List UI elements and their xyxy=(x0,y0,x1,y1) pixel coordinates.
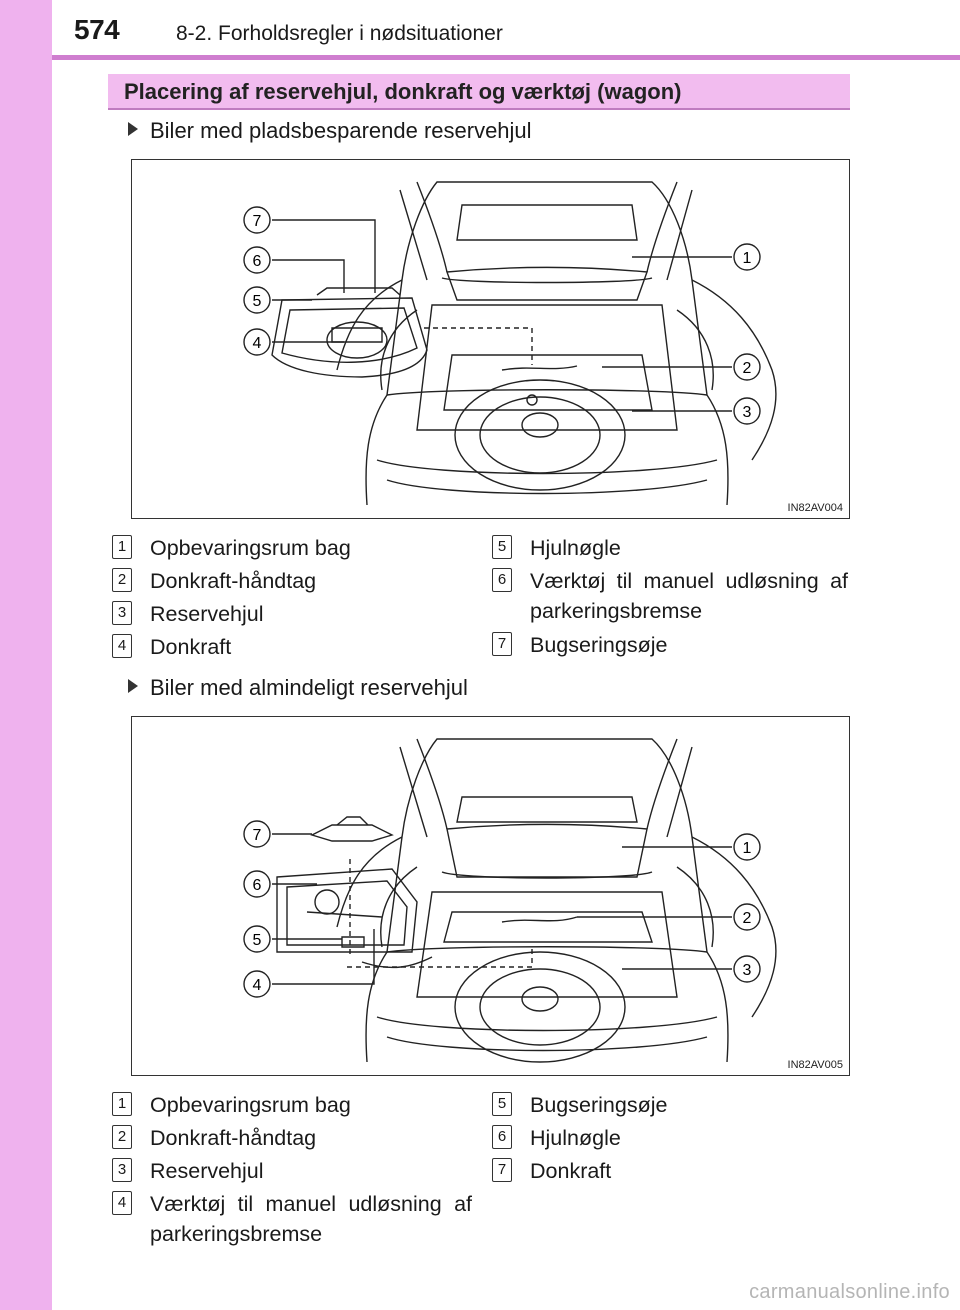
legend-text: Donkraft xyxy=(530,1159,612,1183)
legend-text: Reservehjul xyxy=(150,602,264,626)
legend-num-badge: 6 xyxy=(492,568,512,592)
legend-num-badge: 4 xyxy=(112,1191,132,1215)
legend-num-badge: 1 xyxy=(112,535,132,559)
legend-num-badge: 7 xyxy=(492,1158,512,1182)
car-trunk-drawing: 7 6 5 4 1 2 3 xyxy=(243,181,777,506)
callout-7-label: 7 xyxy=(253,213,262,230)
callout-4-label: 4 xyxy=(253,335,262,352)
callout-4-label: 4 xyxy=(253,977,262,994)
callout-3: 3 xyxy=(733,955,761,983)
callout-1-label: 1 xyxy=(743,840,752,857)
callout-6-label: 6 xyxy=(253,253,262,270)
legend-num-badge: 2 xyxy=(112,1125,132,1149)
callout-6: 6 xyxy=(243,870,271,898)
callout-7: 7 xyxy=(243,820,271,848)
figure1-code: IN82AV004 xyxy=(787,502,843,514)
callout-2: 2 xyxy=(733,353,761,381)
callout-4: 4 xyxy=(243,970,271,998)
legend-text: Bugseringsøje xyxy=(530,633,668,657)
triangle-bullet-icon xyxy=(128,679,138,693)
legend-num-badge: 3 xyxy=(112,601,132,625)
callout-7-label: 7 xyxy=(253,827,262,844)
callout-2-label: 2 xyxy=(743,910,752,927)
legend-num-badge: 1 xyxy=(112,1092,132,1116)
section-title-bar: Placering af reservehjul, donkraft og væ… xyxy=(108,74,850,110)
car-trunk-drawing: 7 6 5 4 1 2 3 xyxy=(243,738,777,1063)
legend-text: Opbevaringsrum bag xyxy=(150,536,351,560)
chapter-side-tab xyxy=(0,0,52,1310)
callout-5: 5 xyxy=(243,286,271,314)
callout-1-label: 1 xyxy=(743,250,752,267)
legend-num-badge: 2 xyxy=(112,568,132,592)
callout-4: 4 xyxy=(243,328,271,356)
section-title: Placering af reservehjul, donkraft og væ… xyxy=(124,79,682,104)
figure2-code: IN82AV005 xyxy=(787,1059,843,1071)
callout-1: 1 xyxy=(733,833,761,861)
legend-text: Reservehjul xyxy=(150,1159,264,1183)
figure2-heading: Biler med almindeligt reservehjul xyxy=(128,675,468,701)
callout-3: 3 xyxy=(733,397,761,425)
callout-7: 7 xyxy=(243,206,271,234)
legend-text: Hjulnøgle xyxy=(530,1126,621,1150)
callout-3-label: 3 xyxy=(743,962,752,979)
figure2-legend: 1 Opbevaringsrum bag 2 Donkraft-håndtag … xyxy=(112,1090,850,1250)
legend-num-badge: 6 xyxy=(492,1125,512,1149)
page-number: 574 xyxy=(74,14,120,45)
triangle-bullet-icon xyxy=(128,122,138,136)
callout-6: 6 xyxy=(243,246,271,274)
figure1-heading-text: Biler med pladsbesparende reservehjul xyxy=(150,118,532,143)
chapter-title: 8-2. Forholdsregler i nødsituationer xyxy=(176,22,503,45)
callout-6-label: 6 xyxy=(253,877,262,894)
legend-text: Donkraft-håndtag xyxy=(150,569,317,593)
figure1-illustration: 7 6 5 4 1 2 3 IN82AV004 xyxy=(131,159,850,519)
legend-text: Værktøj til manuel udløsning af parkerin… xyxy=(530,569,848,623)
figure2-heading-text: Biler med almindeligt reservehjul xyxy=(150,675,468,700)
legend-num-badge: 5 xyxy=(492,1092,512,1116)
legend-num-badge: 7 xyxy=(492,632,512,656)
callout-1: 1 xyxy=(733,243,761,271)
callout-2: 2 xyxy=(733,903,761,931)
figure1-heading: Biler med pladsbesparende reservehjul xyxy=(128,118,532,144)
callout-2-label: 2 xyxy=(743,360,752,377)
legend-num-badge: 3 xyxy=(112,1158,132,1182)
callout-5-label: 5 xyxy=(253,932,262,949)
legend-text: Opbevaringsrum bag xyxy=(150,1093,351,1117)
site-watermark: carmanualsonline.info xyxy=(749,1281,950,1303)
figure2-illustration: 7 6 5 4 1 2 3 IN82AV005 xyxy=(131,716,850,1076)
callout-5-label: 5 xyxy=(253,293,262,310)
figure1-legend: 1 Opbevaringsrum bag 2 Donkraft-håndtag … xyxy=(112,533,850,663)
legend-num-badge: 5 xyxy=(492,535,512,559)
legend-text: Hjulnøgle xyxy=(530,536,621,560)
legend-text: Værktøj til manuel udløsning af parkerin… xyxy=(150,1192,472,1246)
page-header: 574 8-2. Forholdsregler i nødsituationer xyxy=(0,0,960,60)
header-rule xyxy=(52,55,960,60)
legend-text: Donkraft-håndtag xyxy=(150,1126,317,1150)
callout-3-label: 3 xyxy=(743,404,752,421)
legend-num-badge: 4 xyxy=(112,634,132,658)
legend-text: Bugseringsøje xyxy=(530,1093,668,1117)
callout-5: 5 xyxy=(243,925,271,953)
legend-text: Donkraft xyxy=(150,635,232,659)
